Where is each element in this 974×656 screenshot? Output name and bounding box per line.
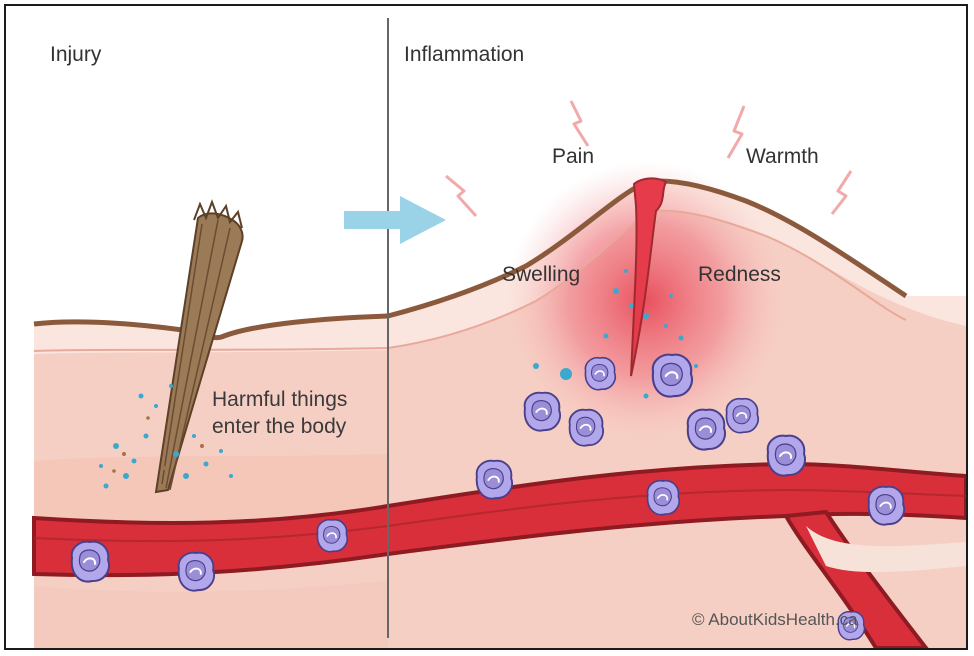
caption-line-2: enter the body (212, 413, 346, 440)
credit-text: © AboutKidsHealth.ca (692, 610, 858, 630)
sign-redness: Redness (698, 264, 781, 285)
sign-pain: Pain (552, 146, 594, 167)
inflammation-title: Inflammation (404, 44, 524, 65)
sign-warmth: Warmth (746, 146, 819, 167)
injury-title: Injury (50, 44, 101, 65)
arrow-right-icon (344, 196, 446, 244)
sign-swelling: Swelling (502, 264, 580, 285)
diagram-frame: Injury Inflammation Harmful things enter… (4, 4, 968, 650)
caption-line-1: Harmful things (212, 386, 347, 413)
inflammation-illustration (6, 6, 966, 648)
